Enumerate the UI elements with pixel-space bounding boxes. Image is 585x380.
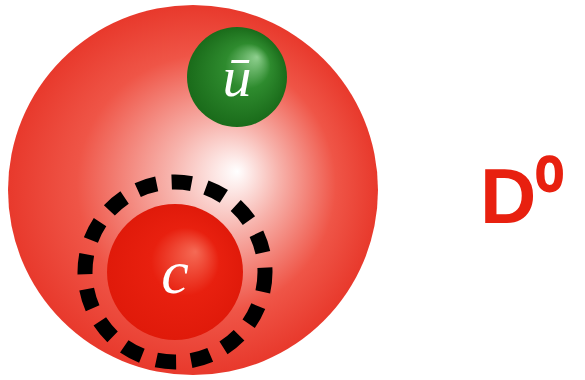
antiquark-circle: ū	[187, 27, 287, 127]
dashed-ring	[85, 182, 265, 362]
circle-fill	[187, 27, 287, 127]
circle-fill	[8, 5, 378, 375]
quark-symbol: c	[161, 241, 189, 303]
quark-symbol: ū	[223, 48, 252, 106]
text-holder: ū	[187, 27, 287, 127]
particle-name: D⁰	[480, 157, 563, 235]
charm-quark-circle: c	[107, 204, 243, 340]
meson-circle: D⁰ūc	[8, 5, 378, 375]
circle-fill	[107, 204, 243, 340]
text-holder: c	[107, 204, 243, 340]
